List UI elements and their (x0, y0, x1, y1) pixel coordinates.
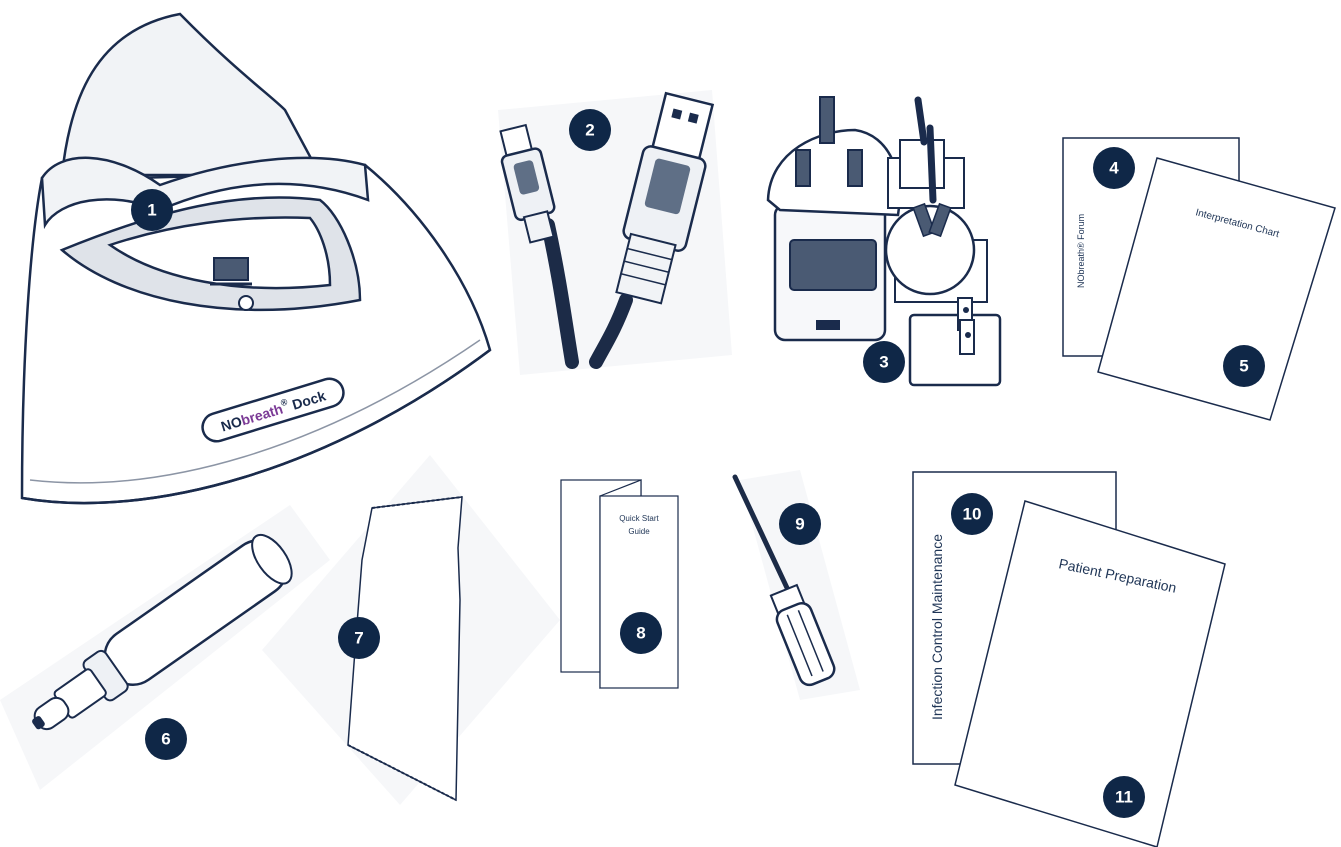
callout-5-label: 5 (1239, 357, 1248, 376)
dock-dome (62, 14, 320, 175)
callout-10: 10 (951, 493, 993, 535)
callout-6: 6 (145, 718, 187, 760)
quick-start-guide: Quick Start Guide (561, 480, 678, 688)
callout-7-label: 7 (354, 629, 363, 648)
callout-8-label: 8 (636, 624, 645, 643)
callout-11-label: 11 (1115, 788, 1133, 807)
callout-3: 3 (863, 341, 905, 383)
callout-4-label: 4 (1109, 159, 1119, 178)
dock-illustration: NObreath®Dock (22, 14, 490, 503)
callout-6-label: 6 (161, 730, 170, 749)
dock-connector (214, 258, 248, 280)
callout-4: 4 (1093, 147, 1135, 189)
callout-1-label: 1 (147, 201, 156, 220)
callout-9: 9 (779, 503, 821, 545)
callout-10-label: 10 (963, 505, 982, 524)
callout-2-label: 2 (585, 121, 594, 140)
dock-led (239, 296, 253, 310)
infection-control-title: Infection Control Maintenance (929, 534, 945, 720)
callout-5: 5 (1223, 345, 1265, 387)
callout-9-label: 9 (795, 515, 804, 534)
callout-8: 8 (620, 612, 662, 654)
callout-7: 7 (338, 617, 380, 659)
usb-cable-illustration (495, 90, 732, 375)
forum-card-label: NObreath® Forum (1076, 214, 1086, 288)
callout-3-label: 3 (879, 353, 888, 372)
quick-start-line1: Quick Start (619, 514, 659, 523)
callout-2: 2 (569, 109, 611, 151)
callout-11: 11 (1103, 776, 1145, 818)
callout-1: 1 (131, 189, 173, 231)
cloth-illustration (262, 455, 560, 805)
quick-start-line2: Guide (628, 527, 650, 536)
